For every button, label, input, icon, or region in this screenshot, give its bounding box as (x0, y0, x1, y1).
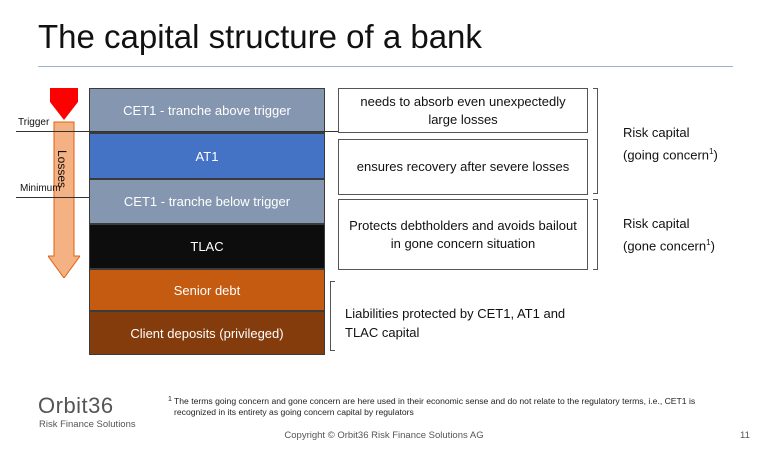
risk-capital-gone-concern-label: Risk capital (gone concern1) (623, 216, 715, 254)
gone-concern-bracket (593, 199, 598, 270)
losses-label: Losses (55, 149, 69, 189)
risk-capital-going-concern-label: Risk capital (going concern1) (623, 125, 718, 163)
title-divider (38, 66, 733, 67)
stack-block-cet1-below-trigger: CET1 - tranche below trigger (89, 179, 325, 224)
stack-block-at1: AT1 (89, 133, 325, 179)
minimum-line (16, 197, 89, 198)
liabilities-bracket (330, 281, 335, 351)
minimum-label: Minimum (20, 183, 61, 194)
stack-block-tlac: TLAC (89, 224, 325, 269)
trigger-label: Trigger (18, 117, 50, 128)
trigger-line (16, 131, 392, 132)
footnote: 1 The terms going concern and gone conce… (168, 396, 714, 418)
footnote-text: The terms going concern and gone concern… (174, 396, 696, 417)
stack-block-senior-debt: Senior debt (89, 269, 325, 311)
company-logo: Orbit36 (38, 393, 114, 418)
stack-block-cet1-above-trigger: CET1 - tranche above trigger (89, 88, 325, 133)
copyright-text: Copyright © Orbit36 Risk Finance Solutio… (284, 430, 484, 441)
going-concern-bracket (593, 88, 598, 194)
losses-arrow-icon (48, 88, 80, 278)
stack-block-client-deposits: Client deposits (privileged) (89, 311, 325, 355)
losses-arrow-body (48, 121, 80, 278)
description-box-gone-concern: Protects debtholders and avoids bailout … (338, 199, 588, 270)
losses-arrow-head (50, 88, 78, 120)
liabilities-protected-text: Liabilities protected by CET1, AT1 and T… (345, 306, 566, 340)
description-box-at1: ensures recovery after severe losses (338, 139, 588, 195)
company-tagline: Risk Finance Solutions (39, 419, 136, 430)
description-box-cet1-above: needs to absorb even unexpectedly large … (338, 88, 588, 133)
footnote-mark: 1 (168, 396, 172, 403)
page-number: 11 (740, 430, 750, 441)
slide-title: The capital structure of a bank (38, 18, 482, 55)
